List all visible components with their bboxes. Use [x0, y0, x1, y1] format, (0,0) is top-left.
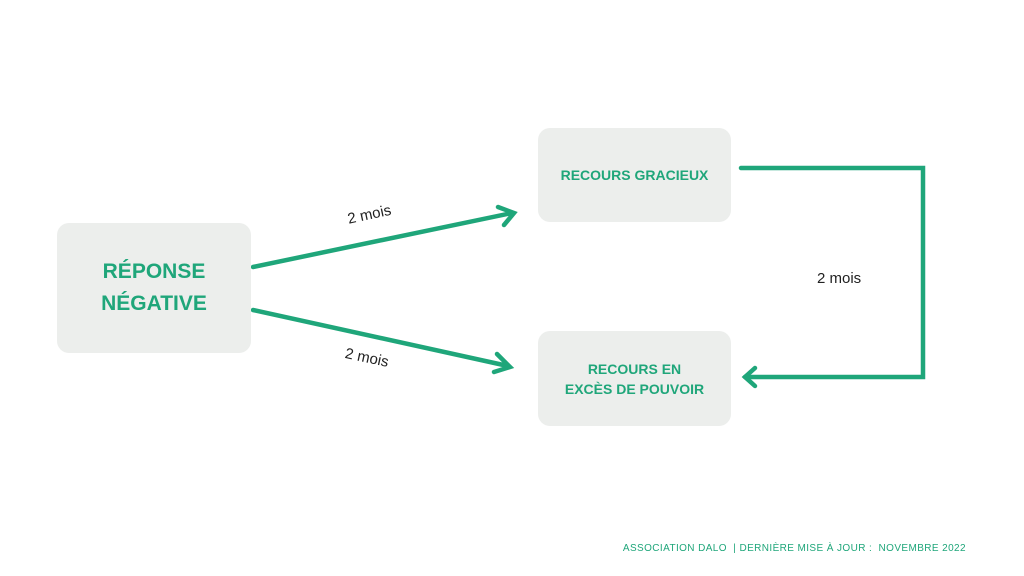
edge-label-gracieux-to-exces: 2 mois: [817, 270, 862, 287]
footer-credit: ASSOCIATION DALO | DERNIÈRE MISE À JOUR …: [622, 543, 966, 554]
arrow-to-recours-gracieux: [250, 210, 515, 270]
node-reponse-negative-label: RÉPONSE NÉGATIVE: [101, 260, 207, 315]
node-recours-exces-pouvoir: RECOURS EN EXCÈS DE POUVOIR: [538, 331, 731, 426]
arrow-gracieux-to-exces: [738, 165, 926, 380]
arrowhead-bottom: [491, 351, 515, 375]
node-recours-exces-pouvoir-label: RECOURS EN EXCÈS DE POUVOIR: [564, 360, 705, 397]
node-reponse-negative: RÉPONSE NÉGATIVE: [57, 223, 251, 353]
arrowhead-right: [741, 365, 758, 389]
arrowhead-top: [495, 204, 518, 228]
node-recours-gracieux: RECOURS GRACIEUX: [538, 128, 731, 222]
node-recours-gracieux-label: RECOURS GRACIEUX: [560, 167, 709, 183]
arrow-to-recours-exces: [250, 307, 511, 369]
